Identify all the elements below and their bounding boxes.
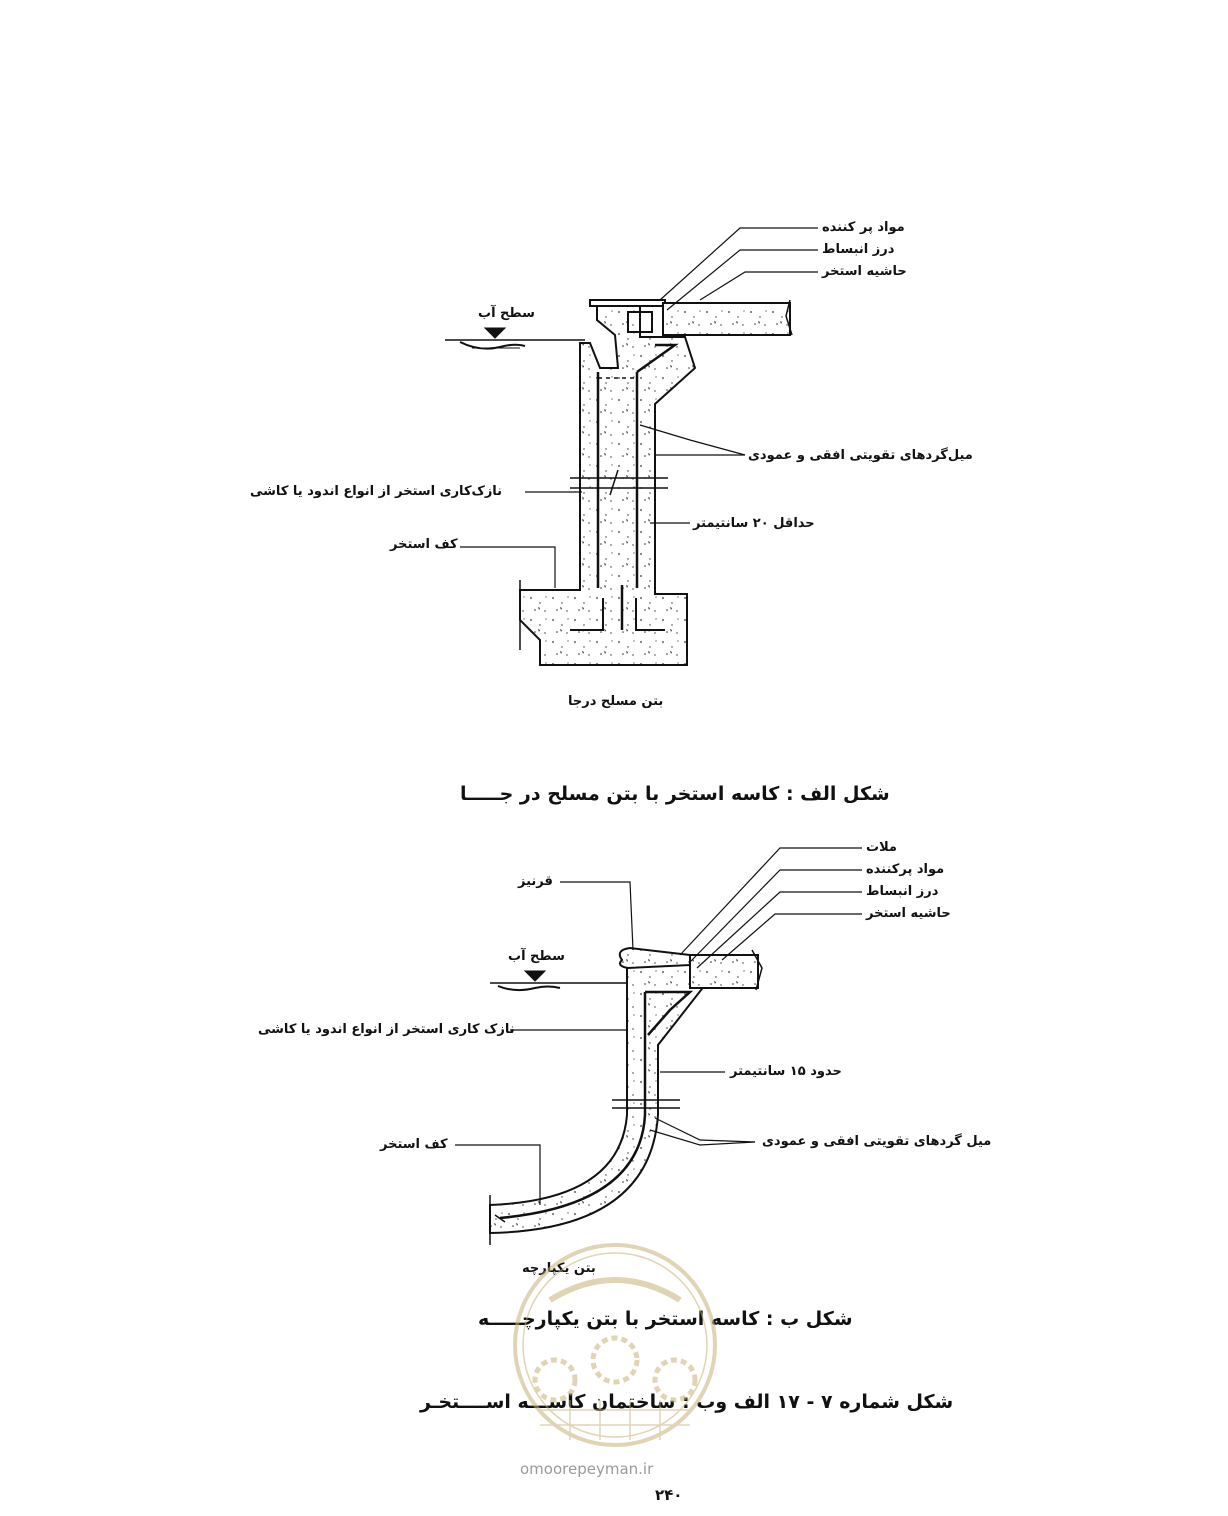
label-finish-b: نازک کاری استخر از انواع اندود یا کاشی [258,1022,515,1037]
figure-b-leaders [455,847,862,1205]
label-mortar-b: ملات [866,840,897,855]
label-water-a: سطح آب [478,306,535,321]
label-cornice-b: قرنیز [518,874,553,889]
main-caption: شکل شماره ۷ - ۱۷ الف وب : ساختمان کاســـ… [420,1391,954,1413]
caption-a: شکل الف : کاسه استخر با بتن مسلح در جـــ… [460,783,890,805]
subcaption-b: بتن یکپارچه [522,1261,596,1276]
watermark-seal-icon [513,1243,717,1447]
label-edge-a: حاشیه استخر [822,264,907,279]
label-joint-b: درز انبساط [866,884,939,899]
label-rebar-a: میل‌گردهای تقویتی افقی و عمودی [748,448,973,463]
label-rebar-b: میل گردهای تقویتی افقی و عمودی [762,1134,992,1149]
label-thickness-a: حداقل ۲۰ سانتیمتر [693,516,815,531]
figure-a-leaders [460,227,818,588]
label-finish-a: نازک‌کاری استخر از انواع اندود یا کاشی [250,484,503,499]
figure-a-section [445,299,793,666]
page-number: ۲۴۰ [655,1486,683,1504]
subcaption-a: بتن مسلح درجا [568,694,664,709]
label-filler-b: مواد پرکننده [866,862,945,877]
label-filler-a: مواد پر کننده [822,220,905,235]
figure-b-section [489,946,763,1245]
label-thickness-b: حدود ۱۵ سانتیمتر [730,1064,842,1079]
label-floor-b: کف استخر [380,1137,448,1152]
caption-b: شکل ب : کاسه استخر با بتن یکپارچـــــه [478,1308,853,1330]
watermark-site: omoorepeyman.ir [520,1460,654,1478]
label-edge-b: حاشیه استخر [866,906,951,921]
label-joint-a: درز انبساط [822,242,895,257]
label-water-b: سطح آب [508,949,565,964]
label-floor-a: کف استخر [390,537,458,552]
